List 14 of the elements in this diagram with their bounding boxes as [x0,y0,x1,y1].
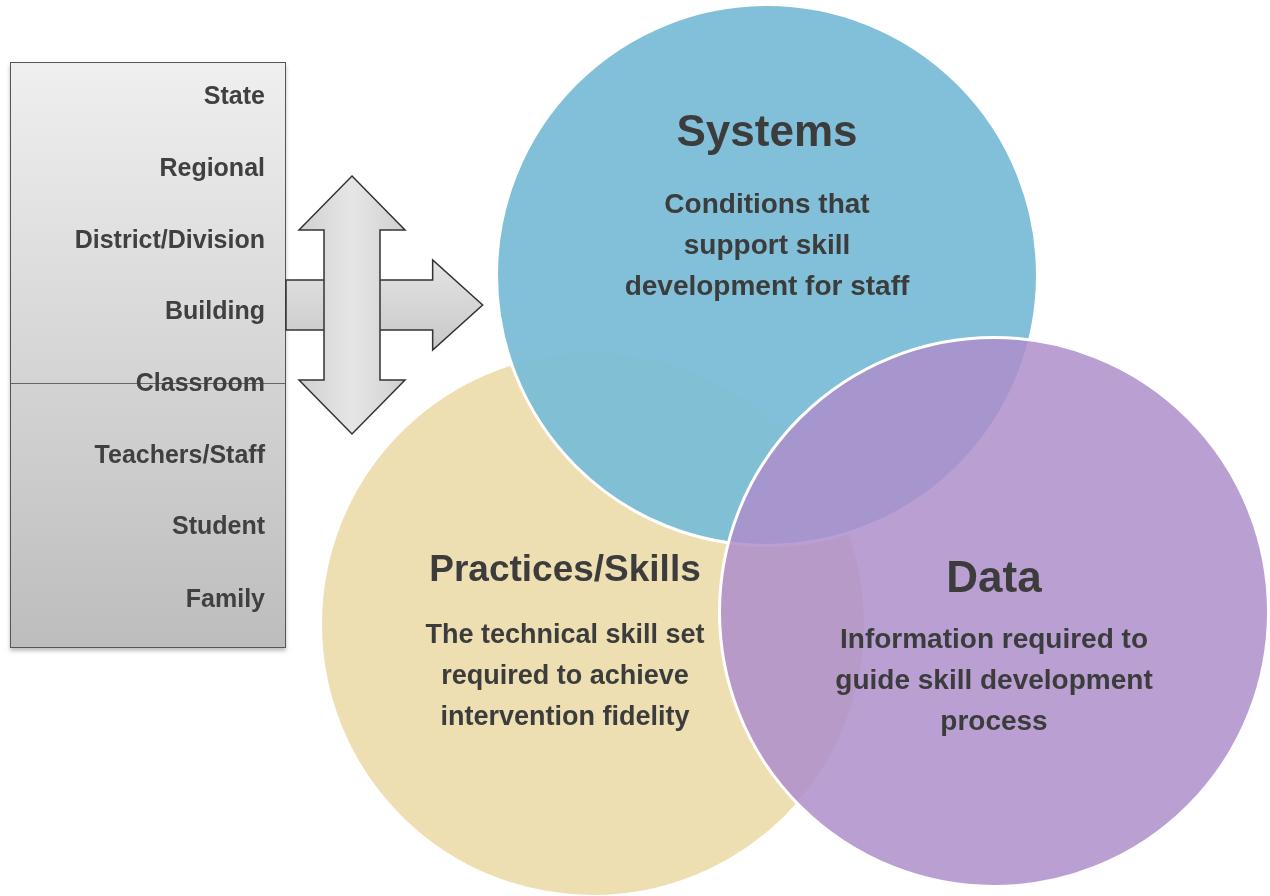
level-label: Student [171,510,265,541]
circle-description: Information required to guide skill development process [834,622,1154,738]
level-label: Teachers/Staff [94,439,265,470]
level-label: State [203,80,265,111]
circle-title: Systems [675,105,859,157]
levels-panel [10,62,286,648]
circle-description: The technical skill set required to achieve intervention fidelity [424,618,706,733]
level-label: District/Division [74,224,265,255]
level-label: Building [165,295,265,326]
circle-description: Conditions that support skill development for staff [623,187,911,303]
circle-title: Practices/Skills [428,547,702,591]
level-label: Regional [159,152,265,183]
circle-title: Data [945,551,1043,603]
level-label: Family [185,583,265,614]
